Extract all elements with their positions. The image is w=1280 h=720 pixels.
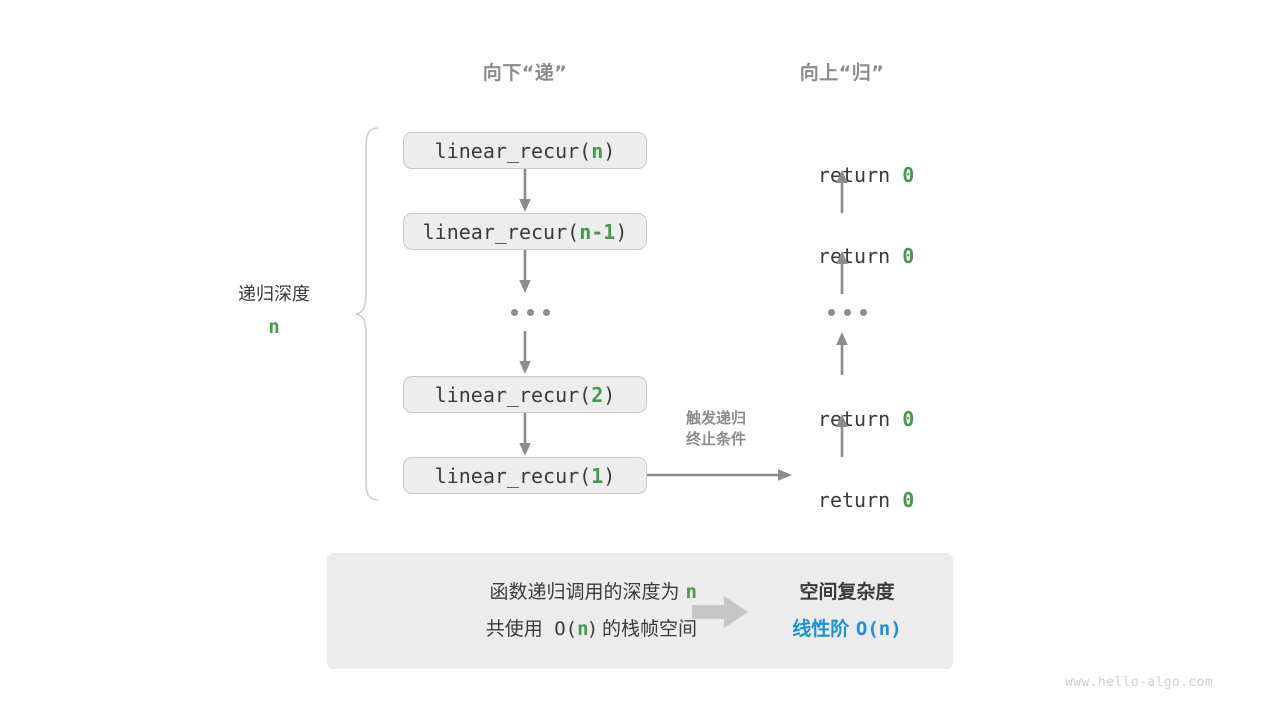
return-keyword: return	[817, 407, 903, 431]
return-label-1: return 0	[732, 139, 952, 211]
return-value: 0	[902, 407, 915, 431]
call-box-arg: n-1	[579, 219, 616, 244]
dot	[527, 309, 534, 316]
return-ellipsis	[828, 309, 867, 316]
summary-premise-line1-text: 函数递归调用的深度为	[489, 581, 686, 603]
up-arrow-4	[833, 413, 851, 457]
recursion-depth-title: 递归深度	[238, 284, 310, 305]
up-arrow-3	[833, 331, 851, 375]
call-box-linear-recur-n-minus-1[interactable]: linear_recur(n-1)	[403, 213, 647, 250]
summary-premise: 函数递归调用的深度为 n 共使用 O(n) 的栈帧空间	[367, 574, 697, 648]
down-arrow-1	[516, 169, 534, 213]
space-complexity-title: 空间复杂度	[799, 581, 895, 603]
down-arrow-2	[516, 250, 534, 294]
call-box-arg: 2	[591, 382, 604, 407]
call-box-suffix: )	[615, 219, 628, 244]
return-value: 0	[902, 488, 915, 512]
dot	[828, 309, 835, 316]
summary-conclusion: 空间复杂度 线性阶 O(n)	[759, 574, 935, 648]
down-arrow-4	[516, 413, 534, 457]
return-label-3: return 0	[732, 383, 952, 455]
return-label-2: return 0	[732, 220, 952, 292]
dot	[543, 309, 550, 316]
space-complexity-order-label: 线性阶	[792, 618, 856, 640]
call-box-linear-recur-2[interactable]: linear_recur(2)	[403, 376, 647, 413]
summary-premise-line2-suffix: ) 的栈帧空间	[588, 618, 697, 640]
return-keyword: return	[817, 488, 903, 512]
call-box-suffix: )	[603, 463, 616, 488]
call-box-linear-recur-1[interactable]: linear_recur(1)	[403, 457, 647, 494]
call-box-suffix: )	[603, 382, 616, 407]
call-box-prefix: linear_recur(	[434, 138, 592, 163]
recursion-depth-brace	[352, 126, 384, 502]
complexity-summary-panel: 函数递归调用的深度为 n 共使用 O(n) 的栈帧空间 空间复杂度 线性阶 O(…	[327, 553, 953, 669]
terminate-note-line2: 终止条件	[685, 430, 746, 448]
call-box-prefix: linear_recur(	[422, 219, 580, 244]
return-keyword: return	[817, 244, 903, 268]
return-label-4: return 0	[732, 464, 952, 536]
recursion-depth-label: 递归深度 n	[186, 282, 362, 340]
call-box-prefix: linear_recur(	[434, 463, 592, 488]
down-arrow-3	[516, 331, 534, 375]
space-complexity-expression: O(n)	[855, 618, 902, 640]
call-box-linear-recur-n[interactable]: linear_recur(n)	[403, 132, 647, 169]
call-box-suffix: )	[603, 138, 616, 163]
dot	[511, 309, 518, 316]
column-header-descend: 向下“递”	[482, 62, 568, 84]
call-box-arg: 1	[591, 463, 604, 488]
summary-premise-line2: 共使用 O(n) 的栈帧空间	[367, 611, 697, 648]
return-keyword: return	[817, 163, 903, 187]
terminate-arrow-right	[647, 466, 793, 484]
terminate-condition-note: 触发递归 终止条件	[648, 408, 784, 450]
up-arrow-1	[833, 169, 851, 213]
summary-premise-line2-prefix: 共使用 O(	[485, 618, 578, 640]
return-value: 0	[902, 163, 915, 187]
site-watermark: www.hello-algo.com	[1065, 675, 1214, 690]
terminate-note-line1: 触发递归	[685, 409, 746, 427]
implies-block-arrow-icon	[690, 595, 750, 629]
summary-premise-line2-n: n	[577, 618, 589, 640]
call-box-arg: n	[591, 138, 604, 163]
column-header-ascend: 向上“归”	[799, 62, 885, 84]
call-stack-ellipsis	[511, 309, 550, 316]
space-complexity-value: 线性阶 O(n)	[759, 611, 935, 648]
dot	[860, 309, 867, 316]
recursion-depth-variable: n	[268, 316, 280, 338]
dot	[844, 309, 851, 316]
summary-premise-line1: 函数递归调用的深度为 n	[367, 574, 698, 611]
call-box-prefix: linear_recur(	[434, 382, 592, 407]
return-value: 0	[902, 244, 915, 268]
up-arrow-2	[833, 250, 851, 294]
summary-premise-line1-n: n	[685, 581, 697, 603]
